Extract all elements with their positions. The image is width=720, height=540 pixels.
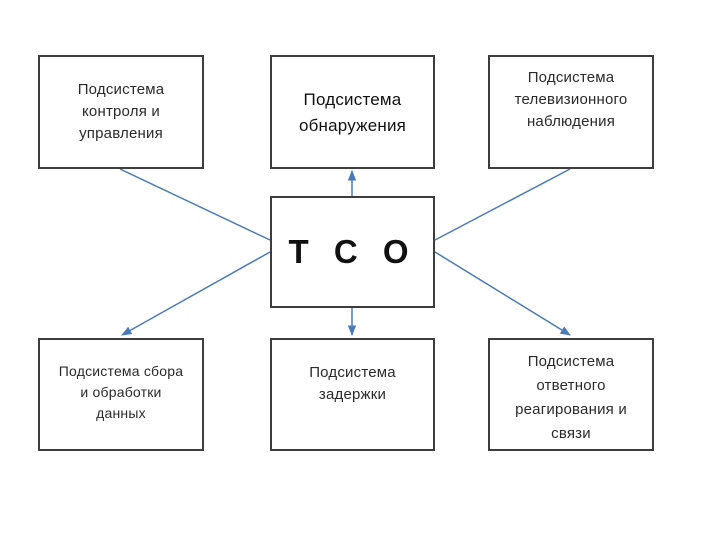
node-detection-label: Подсистема обнаружения: [298, 90, 407, 135]
node-control-management-label: Подсистема контроля и управления: [77, 81, 165, 142]
node-data-collection-label: Подсистема сбора и обработки данных: [58, 363, 184, 421]
node-delay-label: Подсистема задержки: [309, 364, 396, 403]
node-tso-center: Т С О: [270, 196, 435, 308]
node-delay: Подсистема задержки: [270, 338, 435, 451]
node-data-collection: Подсистема сбора и обработки данных: [38, 338, 204, 451]
node-control-management: Подсистема контроля и управления: [38, 55, 204, 169]
node-detection: Подсистема обнаружения: [270, 55, 435, 169]
node-response-communication-label: Подсистема ответного реагирования и связ…: [515, 353, 627, 442]
node-tv-surveillance-label: Подсистема телевизионного наблюдения: [514, 69, 628, 130]
node-tv-surveillance: Подсистема телевизионного наблюдения: [488, 55, 654, 169]
node-response-communication: Подсистема ответного реагирования и связ…: [488, 338, 654, 451]
connector-control-center: [119, 168, 271, 241]
node-tso-center-label: Т С О: [288, 233, 417, 270]
connector-tv-center: [434, 168, 571, 241]
connector-center-collect: [121, 251, 271, 336]
connector-center-response: [434, 251, 571, 336]
